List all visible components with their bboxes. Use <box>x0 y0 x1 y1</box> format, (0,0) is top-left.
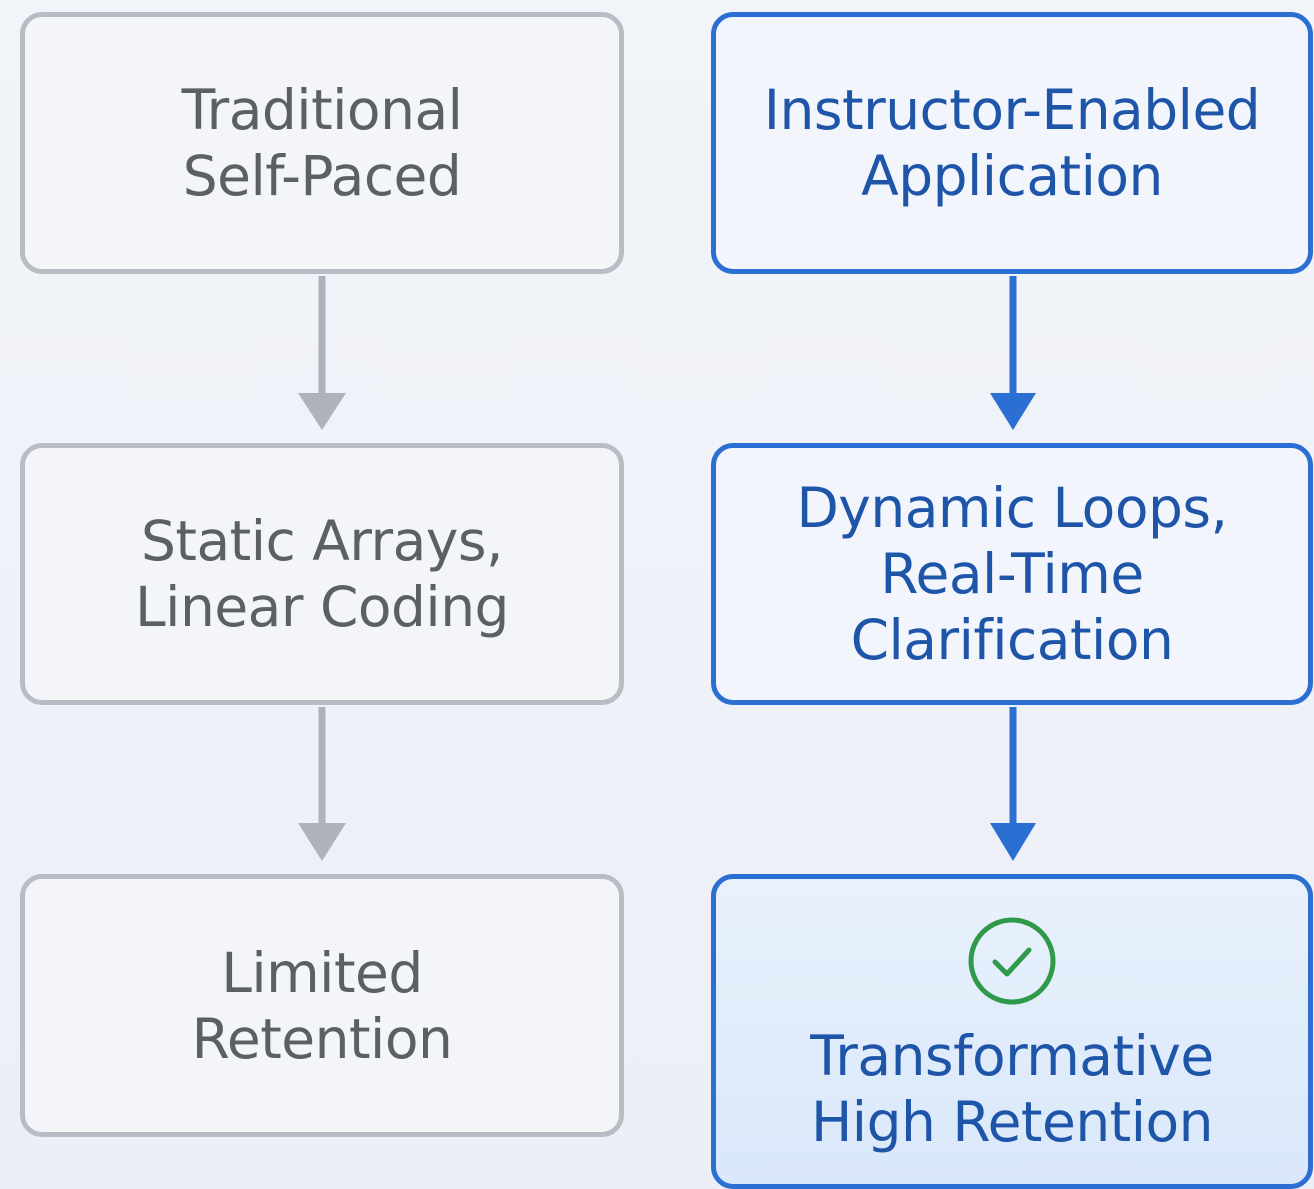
box-label: Traditional Self-Paced <box>181 78 463 208</box>
box-instructor-enabled: Instructor-Enabled Application <box>711 12 1313 274</box>
box-label: Limited Retention <box>191 940 453 1071</box>
box-limited-retention: Limited Retention <box>20 874 624 1137</box>
arrow-left-2 <box>298 707 346 861</box>
box-transformative-high-retention: Transformative High Retention <box>711 874 1313 1189</box>
box-traditional-self-paced: Traditional Self-Paced <box>20 12 624 274</box>
box-static-arrays: Static Arrays, Linear Coding <box>20 443 624 705</box>
box-label: Static Arrays, Linear Coding <box>135 509 509 639</box>
check-circle-icon <box>968 917 1056 1004</box>
arrow-left-1 <box>298 276 346 430</box>
box-label: Dynamic Loops, Real-Time Clarification <box>796 476 1228 672</box>
arrow-right-1 <box>990 276 1036 430</box>
box-label: Transformative High Retention <box>810 1023 1214 1154</box>
box-dynamic-loops: Dynamic Loops, Real-Time Clarification <box>711 443 1313 705</box>
arrow-right-2 <box>990 707 1036 861</box>
box-label: Instructor-Enabled Application <box>763 78 1261 208</box>
